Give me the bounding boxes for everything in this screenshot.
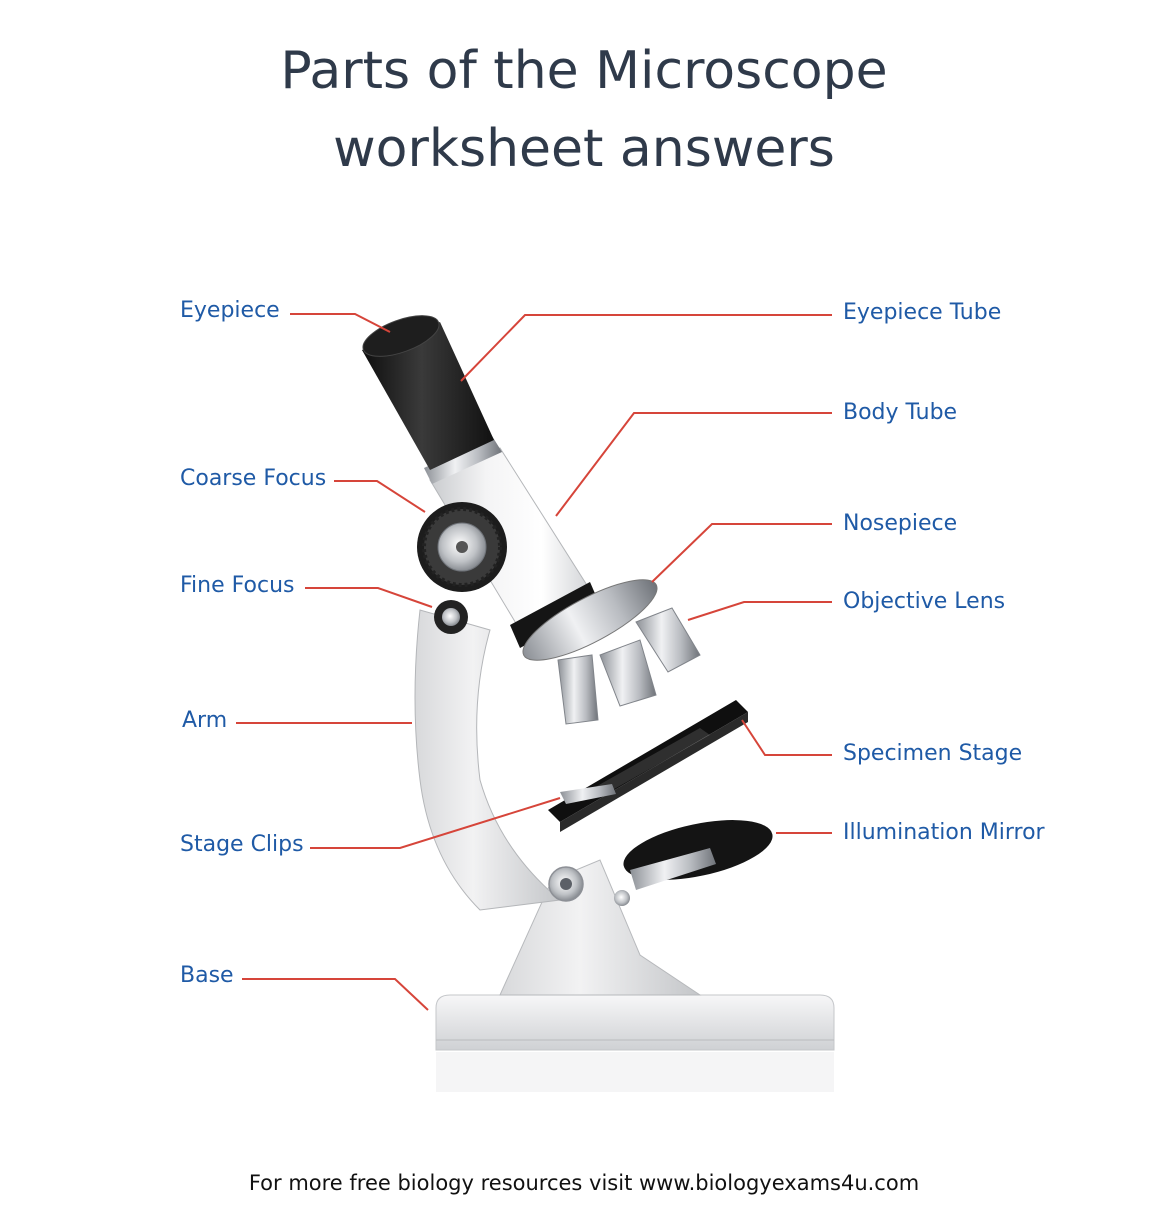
arm-shape xyxy=(414,609,562,911)
label-fine-focus: Fine Focus xyxy=(180,573,295,598)
coarse-focus-knob xyxy=(417,502,507,592)
label-base: Base xyxy=(180,963,234,988)
leader-objective-lens xyxy=(687,601,832,621)
fine-focus-knob xyxy=(434,600,468,634)
eyepiece-ring xyxy=(424,436,502,484)
label-objective-lens: Objective Lens xyxy=(843,589,1006,614)
label-stage-clips: Stage Clips xyxy=(180,832,304,857)
leader-body-tube xyxy=(555,412,832,517)
label-coarse-focus: Coarse Focus xyxy=(180,466,327,491)
leader-specimen-stage xyxy=(741,719,832,756)
page-title: Parts of the Microscope worksheet answer… xyxy=(0,32,1168,188)
label-nosepiece: Nosepiece xyxy=(843,511,958,536)
label-specimen-stage: Specimen Stage xyxy=(843,741,1023,766)
footer-text: For more free biology resources visit ww… xyxy=(248,1171,920,1195)
label-arm: Arm xyxy=(182,708,228,733)
label-eyepiece: Eyepiece xyxy=(180,298,280,323)
illumination-mirror-shape xyxy=(614,820,773,906)
title-line-2: worksheet answers xyxy=(333,119,835,179)
leader-base xyxy=(242,978,429,1011)
stage-clip-shape xyxy=(560,784,616,804)
leader-stage-clips xyxy=(310,797,561,849)
leader-eyepiece xyxy=(290,313,391,333)
leader-coarse-focus xyxy=(334,480,426,513)
base-reflection xyxy=(436,1052,834,1092)
objective-lenses xyxy=(557,607,701,725)
eyepiece-shape xyxy=(362,322,494,470)
leader-nosepiece xyxy=(651,523,832,583)
nosepiece-disc xyxy=(522,579,658,661)
title-line-1: Parts of the Microscope xyxy=(280,41,888,101)
leader-eyepiece-tube xyxy=(460,314,832,382)
base-shape xyxy=(435,994,835,1051)
label-illumination-mirror: Illumination Mirror xyxy=(843,820,1045,845)
label-body-tube: Body Tube xyxy=(843,400,958,425)
leader-fine-focus xyxy=(305,587,433,608)
label-eyepiece-tube: Eyepiece Tube xyxy=(843,300,1002,325)
